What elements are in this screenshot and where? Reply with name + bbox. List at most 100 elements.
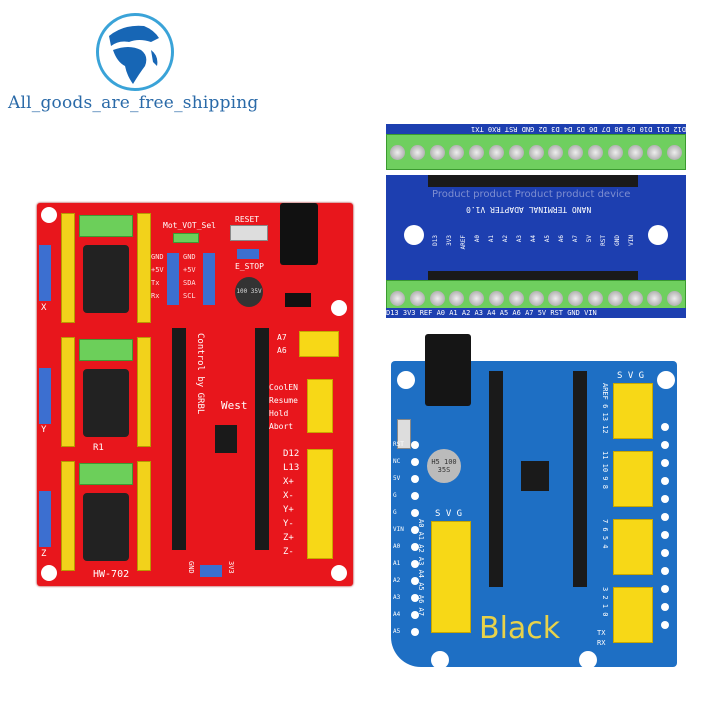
driver-socket	[137, 337, 151, 447]
jumper-block	[79, 463, 133, 485]
analog-sensor-header	[431, 521, 471, 633]
pin-label: A2	[502, 235, 509, 243]
endstop-header	[307, 449, 333, 559]
motor-header-y	[39, 368, 51, 424]
terminal-screw	[667, 291, 683, 306]
mounting-hole	[331, 565, 347, 581]
endstop-pin-label: Z+	[283, 533, 294, 543]
nano-terminal-adapter-board: Product product Product product device N…	[386, 175, 686, 287]
grbl-label: Control by GRBL	[195, 333, 205, 415]
motor-header-z	[39, 491, 51, 547]
terminal-screw	[429, 291, 445, 306]
pin-label: 3V3	[446, 235, 453, 246]
pin-hole	[661, 495, 669, 503]
mounting-hole	[579, 651, 597, 669]
endstop-pin-label: L13	[283, 463, 300, 473]
svg-label: S V G	[435, 509, 463, 519]
terminal-screw	[528, 145, 544, 160]
pin-hole	[661, 603, 669, 611]
control-pin-label: Hold	[269, 409, 289, 418]
terminal-screw	[390, 291, 405, 306]
nano-socket	[573, 371, 587, 587]
capacitor	[83, 493, 129, 561]
top-terminal-block	[386, 134, 686, 170]
terminal-screw	[449, 145, 465, 160]
pin-label: A2	[393, 577, 401, 584]
uart-header	[167, 253, 179, 305]
3v3-label: 3V3	[227, 561, 235, 574]
driver-socket	[137, 461, 151, 571]
globe-logo-icon	[96, 13, 174, 91]
reset-button[interactable]	[230, 225, 268, 241]
nano-socket	[172, 328, 186, 550]
i2c-header	[203, 253, 215, 305]
board-title: NANO TERMINAL ADAPTER V1.0	[466, 205, 592, 214]
pin-label: A5	[393, 628, 401, 635]
red-cnc-shield-board: X Y Z HW-702 R1 Control by GRBL Mot_VOT_…	[37, 203, 353, 586]
nano-io-shield-board: H5 100 35S S V G S V G A0 A1 A2 A3 A4 A5…	[391, 361, 677, 669]
mounting-hole	[431, 651, 449, 669]
i2c-pin-label: SCL	[183, 292, 196, 300]
analog-labels: A0 A1 A2 A3 A4 A5 A6 A7	[417, 519, 425, 616]
uart-pin-label: GND	[151, 253, 164, 261]
pin-label: NC	[393, 458, 401, 465]
top-pin-labels: D12 D11 D10 D9 D8 D7 D6 D5 D4 D3 D2 GND …	[386, 124, 686, 134]
model-label: HW-702	[93, 569, 130, 580]
svg-label: S V G	[617, 371, 645, 381]
estop-header	[237, 249, 259, 259]
pin-hole	[411, 543, 419, 551]
pin-label: AREF 6 13 12	[601, 383, 609, 434]
terminal-screw	[607, 291, 623, 306]
terminal-screw	[508, 145, 524, 160]
pin-hole	[661, 549, 669, 557]
nano-socket	[489, 371, 503, 587]
pin-hole	[661, 441, 669, 449]
pin-label: VIN	[393, 526, 404, 533]
pin-hole	[411, 509, 419, 517]
endstop-pin-label: D12	[283, 449, 300, 459]
terminal-screw	[647, 145, 663, 160]
digital-sensor-header	[613, 519, 653, 575]
terminal-screw	[489, 291, 504, 306]
pin-label: A4	[530, 235, 537, 243]
pin-label: A4	[393, 611, 401, 618]
mounting-hole	[404, 225, 424, 245]
terminal-screw	[528, 291, 544, 306]
reset-label: RESET	[235, 215, 260, 224]
pin-hole	[411, 577, 419, 585]
pin-label: A1	[393, 560, 401, 567]
electrolytic-capacitor: 100 35V	[235, 277, 263, 307]
electrolytic-capacitor: H5 100 35S	[427, 449, 461, 483]
terminal-screw	[390, 145, 405, 160]
analog-header	[299, 331, 339, 357]
pin-label: A3	[393, 594, 401, 601]
terminal-screw	[607, 145, 623, 160]
pin-hole	[661, 585, 669, 593]
jumper-block	[79, 215, 133, 237]
i2c-pin-label: SDA	[183, 279, 196, 287]
pin-hole	[411, 628, 419, 636]
power-jumper	[200, 565, 222, 577]
reset-button[interactable]	[397, 419, 411, 449]
mounting-hole	[648, 225, 668, 245]
pin-hole	[411, 526, 419, 534]
axis-label-z: Z	[41, 549, 47, 559]
control-pin-label: CoolEN	[269, 383, 298, 392]
pin-hole	[411, 560, 419, 568]
pin-label: A6	[558, 235, 565, 243]
west-label: West	[221, 399, 248, 412]
pin-hole	[661, 567, 669, 575]
terminal-screw	[489, 145, 504, 160]
pin-label: G	[393, 509, 397, 516]
mounting-hole	[657, 371, 675, 389]
terminal-screw	[469, 291, 485, 306]
pin-hole	[411, 441, 419, 449]
pin-hole	[411, 458, 419, 466]
terminal-screw	[647, 291, 663, 306]
control-pin-label: Abort	[269, 422, 294, 431]
nano-socket	[255, 328, 269, 550]
pin-label: 5V	[586, 235, 593, 243]
mounting-hole	[41, 207, 57, 223]
pin-header	[428, 175, 638, 187]
mot-sel-jumper	[173, 233, 199, 243]
